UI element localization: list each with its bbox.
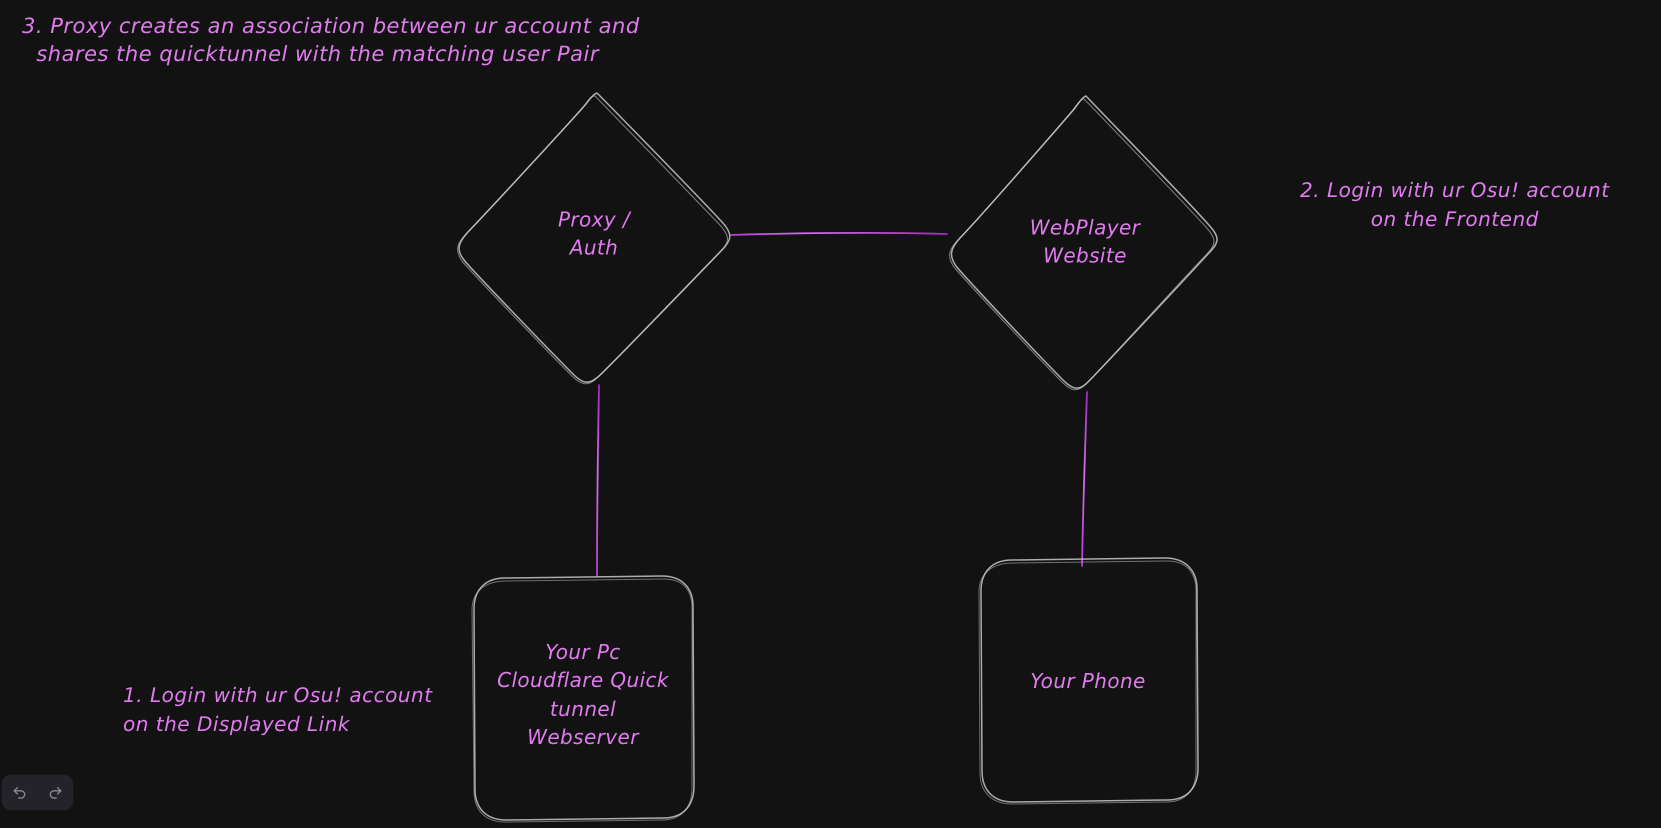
annotation-line: on the Displayed Link [123, 712, 350, 736]
undo-button[interactable] [6, 779, 34, 807]
node-label-line: Website [1043, 244, 1127, 268]
node-label-proxy-auth: Proxy / Auth [558, 206, 630, 263]
connector-proxy-to-webplayer[interactable] [730, 232, 948, 236]
node-label-line: Webserver [527, 725, 639, 750]
node-label-line: Auth [569, 236, 619, 260]
connector-proxy-to-your-pc[interactable] [596, 384, 600, 577]
annotation-line: 3. Proxy creates an association between … [22, 14, 640, 38]
node-label-line: Your Phone [1030, 668, 1146, 693]
redo-arrow-icon [47, 784, 64, 801]
node-proxy-auth[interactable] [457, 92, 731, 385]
annotation-step-2: 2. Login with ur Osu! account on the Fron… [1300, 176, 1610, 234]
node-label-your-phone: Your Phone [1030, 667, 1145, 695]
node-your-phone[interactable] [978, 557, 1199, 805]
node-label-line: Cloudflare Quick [497, 668, 669, 693]
redo-button[interactable] [41, 779, 69, 807]
node-your-pc[interactable] [471, 575, 695, 823]
annotation-line: on the Frontend [1370, 207, 1539, 231]
annotation-step-1: 1. Login with ur Osu! account on the Disp… [123, 681, 433, 739]
node-label-line: Your Pc [545, 640, 621, 665]
annotation-line: shares the quicktunnel with the matching… [36, 42, 599, 67]
undo-redo-toolbar [2, 775, 73, 810]
undo-arrow-icon [11, 784, 28, 801]
node-label-line: WebPlayer [1029, 215, 1141, 240]
annotation-line: 2. Login with ur Osu! account [1300, 178, 1610, 202]
node-label-line: Proxy / [557, 207, 631, 232]
node-webplayer-website[interactable] [949, 95, 1218, 391]
annotation-step-3: 3. Proxy creates an association between … [22, 12, 640, 69]
connector-webplayer-to-your-phone[interactable] [1081, 391, 1088, 567]
annotation-line: 1. Login with ur Osu! account [123, 683, 433, 707]
node-label-line: tunnel [549, 697, 617, 721]
